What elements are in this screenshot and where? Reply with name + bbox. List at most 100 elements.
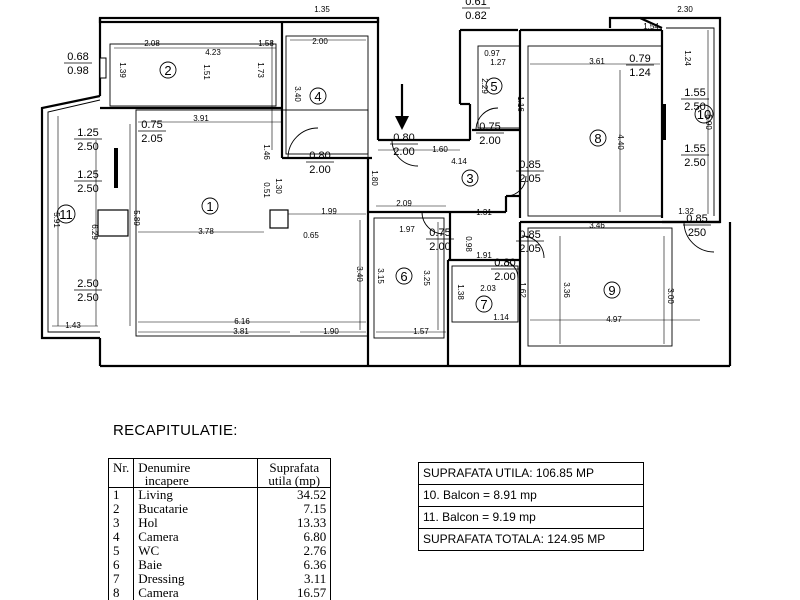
opening-height: 2.00	[479, 135, 500, 147]
opening-width: 0.85	[519, 229, 540, 241]
opening-width: 0.85	[686, 213, 707, 225]
dimension-label: 2.30	[677, 5, 693, 14]
dimension-label: 1.73	[256, 62, 265, 78]
dimension-label: 1.91	[476, 251, 492, 260]
dimension-label: 3.00	[666, 288, 675, 304]
dimension-label: 1.57	[413, 327, 429, 336]
room-number-7: 7	[480, 297, 487, 312]
dimension-label: 2.00	[312, 37, 328, 46]
opening-width: 0.79	[629, 53, 650, 65]
dimension-label: 2.03	[480, 284, 496, 293]
opening-width: 1.25	[77, 127, 98, 139]
opening-height: 250	[688, 227, 706, 239]
header-area-line1: Suprafata	[269, 460, 320, 475]
dimension-label: 4.40	[616, 134, 625, 150]
row-name: Hol	[133, 516, 259, 530]
dimension-label: 2.09	[396, 199, 412, 208]
opening-height: 2.50	[77, 183, 98, 195]
opening-width: 1.25	[77, 169, 98, 181]
row-area: 13.33	[257, 516, 332, 530]
row-area: 2.76	[257, 544, 332, 558]
dimension-label: 1.97	[399, 225, 415, 234]
dimension-label: 5.89	[132, 210, 141, 226]
dimension-label: 3.46	[589, 221, 605, 230]
dimension-label: 0.98	[464, 236, 473, 252]
dimension-label: 1.90	[323, 327, 339, 336]
dimension-label: 1.58	[258, 39, 274, 48]
dimension-label: 3.40	[355, 266, 364, 282]
opening-width: 0.85	[519, 159, 540, 171]
opening-label: 0.802.00	[491, 257, 519, 283]
row-nr: 4	[107, 530, 135, 544]
header-area: Suprafata utila (mp)	[257, 458, 332, 488]
opening-height: 2.05	[519, 173, 540, 185]
dimension-label: 6.16	[234, 317, 250, 326]
dimension-label: 4.14	[451, 157, 467, 166]
opening-label: 0.680.98	[64, 51, 92, 77]
room-number-1: 1	[206, 199, 213, 214]
opening-label: 1.25 2.50	[74, 127, 102, 153]
dimension-label: 0.65	[303, 231, 319, 240]
walls	[40, 16, 732, 368]
row-area: 34.52	[257, 487, 332, 502]
opening-label: 0.791.24	[626, 53, 654, 79]
opening-height: 2.50	[77, 292, 98, 304]
summary-balcon-11: 11. Balcon = 9.19 mp	[419, 507, 643, 529]
opening-label: 1.552.50	[681, 87, 709, 113]
opening-height: 2.00	[429, 241, 450, 253]
opening-height: 0.82	[465, 10, 486, 22]
opening-label: 2.502.50	[74, 278, 102, 304]
opening-label: 0.802.00	[306, 150, 334, 176]
opening-width: 1.55	[684, 87, 705, 99]
dimension-label: 1.35	[314, 5, 330, 14]
area-summary-box: SUPRAFATA UTILA: 106.85 MP 10. Balcon = …	[418, 462, 644, 551]
dimension-label: 1.16	[516, 96, 525, 112]
row-area: 3.11	[257, 572, 332, 586]
recap-title: RECAPITULATIE:	[113, 422, 238, 439]
opening-height: 0.98	[67, 65, 88, 77]
dimension-label: 1.30	[274, 178, 283, 194]
dimension-label: 4.23	[205, 48, 221, 57]
opening-width: 0.80	[309, 150, 330, 162]
opening-height: 2.50	[684, 157, 705, 169]
opening-label: 0.752.00	[426, 227, 454, 253]
opening-height: 2.05	[141, 133, 162, 145]
opening-height: 2.50	[77, 141, 98, 153]
dimension-label: 3.25	[422, 270, 431, 286]
room-number-6: 6	[400, 269, 407, 284]
opening-width: 1.55	[684, 143, 705, 155]
opening-width: 0.80	[494, 257, 515, 269]
dimension-label: 1.38	[456, 284, 465, 300]
dimension-label: 4.97	[606, 315, 622, 324]
dimension-label: 3.40	[293, 86, 302, 102]
row-nr: 3	[107, 516, 135, 530]
opening-width: 0.80	[393, 132, 414, 144]
dimension-label: 2.08	[144, 39, 160, 48]
summary-utila: SUPRAFATA UTILA: 106.85 MP	[419, 463, 643, 485]
row-nr: 2	[107, 502, 135, 516]
dimension-label: 1.14	[493, 313, 509, 322]
room-numbers: 1 2 3 4 5 6 7 8 9 10 11	[56, 61, 714, 313]
row-area: 7.15	[257, 502, 332, 516]
room-number-3: 3	[466, 171, 473, 186]
opening-label: 0.61 0.82	[462, 0, 490, 22]
header-name: Denumire incapere	[133, 458, 259, 488]
opening-label: 0.852.05	[516, 229, 544, 255]
header-name-line1: Denumire	[138, 460, 191, 475]
opening-label: 1.55 2.50	[681, 143, 709, 169]
row-name: Bucatarie	[133, 502, 259, 516]
dimension-label: 1.54	[643, 22, 659, 31]
header-nr: Nr.	[107, 458, 135, 488]
opening-height: 2.00	[393, 146, 414, 158]
room-number-4: 4	[314, 89, 321, 104]
opening-width: 0.61	[465, 0, 486, 8]
entrance-arrow-icon	[395, 84, 409, 130]
dimension-label: 3.91	[193, 114, 209, 123]
dimension-label: 1.80	[370, 170, 379, 186]
row-name: Camera	[133, 530, 259, 544]
dimension-label: 1.99	[321, 207, 337, 216]
